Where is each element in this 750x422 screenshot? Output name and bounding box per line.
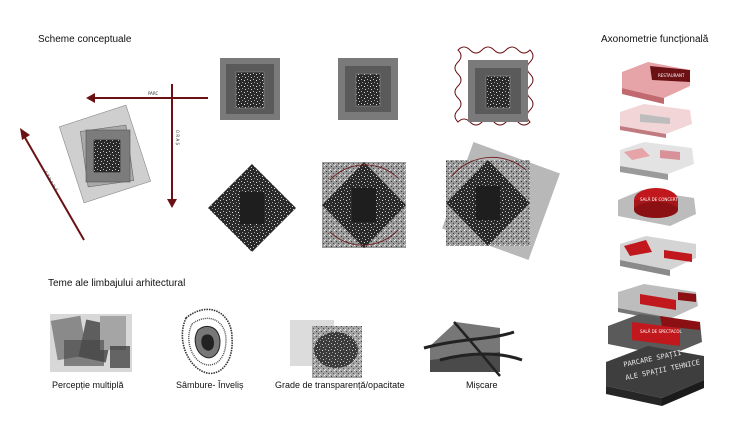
theme-core-envelope — [181, 308, 233, 375]
street-arrow-head — [20, 128, 30, 140]
axonometry-level-6 — [618, 284, 698, 322]
concept-square-2 — [338, 58, 398, 120]
axonometry-level-8: PARCARE SPAȚII ALE SPAȚII TEHNICE — [606, 346, 704, 406]
concept-diamond-2 — [322, 162, 406, 248]
caption-core-envelope: Sâmbure- Înveliș — [176, 380, 244, 390]
axonometry-level-2 — [620, 104, 692, 138]
axonometry-level-4: SALĂ DE CONCERT — [618, 188, 696, 226]
axonometry-stack: RESTAURANT SALĂ DE CONCERT — [606, 62, 704, 406]
concept-square-1 — [220, 58, 280, 120]
site-plan-scheme — [58, 104, 152, 204]
theme-transparency-opacity — [290, 320, 362, 378]
caption-multiple-perception: Percepție multiplă — [52, 380, 124, 390]
axonometry-level-5 — [620, 236, 696, 276]
park-arrow-head — [86, 93, 95, 103]
heading-functional-axonometry: Axonometrie funcțională — [601, 34, 709, 45]
theme-multiple-perception — [50, 314, 132, 372]
heading-architectural-themes: Teme ale limbajului arhitectural — [48, 278, 186, 289]
heading-conceptual-schemes: Scheme conceptuale — [38, 34, 132, 45]
theme-movement — [423, 321, 523, 377]
concept-square-3 — [454, 46, 534, 126]
concept-diamond-1 — [208, 164, 296, 252]
concept-diamond-3 — [442, 142, 560, 260]
caption-movement: Mișcare — [466, 380, 498, 390]
city-arrow-head — [167, 199, 177, 208]
axo-label-restaurant: RESTAURANT — [658, 73, 685, 78]
street-arrow — [23, 135, 85, 241]
axonometry-level-3 — [620, 142, 694, 180]
axo-label-concert: SALĂ DE CONCERT — [640, 197, 678, 202]
street-label: S T R A D Ă — [43, 170, 59, 192]
axonometry-level-1: RESTAURANT — [622, 62, 690, 104]
caption-transparency-opacity: Grade de transparență/opacitate — [275, 380, 405, 390]
park-label: PARC — [148, 91, 158, 96]
axonometry-level-7: SALĂ DE SPECTACOL — [608, 314, 702, 356]
axo-label-performance: SALĂ DE SPECTACOL — [640, 329, 682, 334]
city-label: O R A Ș — [175, 130, 180, 145]
